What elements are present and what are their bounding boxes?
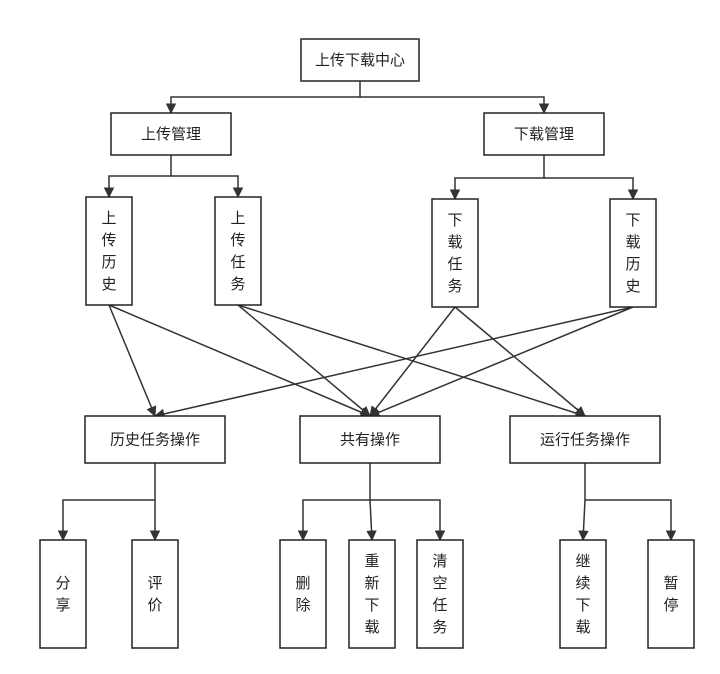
node-share-label: 分享: [55, 574, 70, 614]
node-pause: 暂停: [647, 539, 695, 649]
edge-common-ops-to-delete: [297, 463, 371, 542]
node-delete-box: [279, 539, 327, 649]
node-download-management-label: 下载管理: [514, 125, 574, 143]
edge-common-ops-to-clear-task: [370, 499, 446, 542]
edge-download-history-to-common-ops: [369, 306, 634, 418]
node-history-task-ops: 历史任务操作: [84, 415, 226, 464]
edge-root-to-download-management: [360, 96, 550, 115]
node-upload-task-box: [214, 196, 262, 306]
edge-running-ops-to-continue-download: [578, 463, 589, 542]
node-download-task-label: 下载任务: [447, 211, 462, 295]
node-upload-history-box: [85, 196, 133, 306]
edge-download-task-to-running-ops: [454, 306, 586, 417]
node-common-ops-box: [299, 415, 441, 464]
node-history-task-ops-box: [84, 415, 226, 464]
edge-download-management-to-download-history: [544, 177, 639, 201]
node-common-ops: 共有操作: [299, 415, 441, 464]
node-continue-download: 继续下载: [559, 539, 607, 649]
node-continue-download-box: [559, 539, 607, 649]
node-download-task: 下载任务: [431, 198, 479, 308]
node-delete: 删除: [279, 539, 327, 649]
node-review: 评价: [131, 539, 179, 649]
node-running-task-ops-label: 运行任务操作: [540, 431, 630, 449]
edge-upload-management-to-upload-task: [171, 175, 244, 199]
node-download-task-box: [431, 198, 479, 308]
node-redownload: 重新下载: [348, 539, 396, 649]
node-clear-task: 清空任务: [416, 539, 464, 649]
node-download-history: 下载历史: [609, 198, 657, 308]
node-share-box: [39, 539, 87, 649]
node-redownload-box: [348, 539, 396, 649]
edge-upload-task-to-running-ops: [237, 304, 587, 419]
connector-lines: [57, 81, 677, 542]
node-clear-task-label: 清空任务: [432, 552, 447, 636]
node-root-label: 上传下载中心: [315, 51, 405, 69]
node-redownload-label: 重新下载: [364, 552, 379, 636]
edge-history-ops-to-share: [57, 463, 156, 542]
node-pause-label: 暂停: [663, 574, 678, 614]
node-root: 上传下载中心: [300, 38, 420, 82]
edge-root-to-upload-management: [165, 81, 361, 115]
edge-download-task-to-common-ops: [369, 306, 456, 417]
node-upload-task: 上传任务: [214, 196, 262, 306]
node-review-box: [131, 539, 179, 649]
node-upload-management: 上传管理: [110, 112, 232, 156]
node-upload-task-label: 上传任务: [230, 209, 245, 293]
node-download-history-label: 下载历史: [625, 211, 640, 295]
node-upload-history: 上传历史: [85, 196, 133, 306]
node-root-box: [300, 38, 420, 82]
edge-upload-history-to-history-ops: [108, 304, 157, 417]
node-common-ops-label: 共有操作: [340, 431, 400, 449]
node-upload-management-label: 上传管理: [141, 125, 201, 143]
node-upload-management-box: [110, 112, 232, 156]
node-download-history-box: [609, 198, 657, 308]
node-continue-download-label: 继续下载: [575, 552, 590, 636]
node-history-task-ops-label: 历史任务操作: [110, 431, 200, 449]
node-review-label: 评价: [147, 574, 162, 614]
edge-upload-task-to-common-ops: [237, 304, 371, 417]
node-clear-task-box: [416, 539, 464, 649]
node-delete-label: 删除: [295, 574, 310, 614]
edge-upload-history-to-common-ops: [108, 304, 371, 418]
node-download-management: 下载管理: [483, 112, 605, 156]
node-pause-box: [647, 539, 695, 649]
edge-upload-management-to-upload-history: [103, 155, 172, 199]
node-upload-history-label: 上传历史: [101, 209, 116, 293]
edge-common-ops-to-redownload: [366, 499, 377, 542]
edge-download-management-to-download-task: [449, 155, 545, 201]
node-running-task-ops-box: [509, 415, 661, 464]
node-share: 分享: [39, 539, 87, 649]
node-download-management-box: [483, 112, 605, 156]
edge-download-history-to-history-ops: [153, 306, 634, 420]
edge-running-ops-to-pause: [585, 499, 677, 542]
node-running-task-ops: 运行任务操作: [509, 415, 661, 464]
